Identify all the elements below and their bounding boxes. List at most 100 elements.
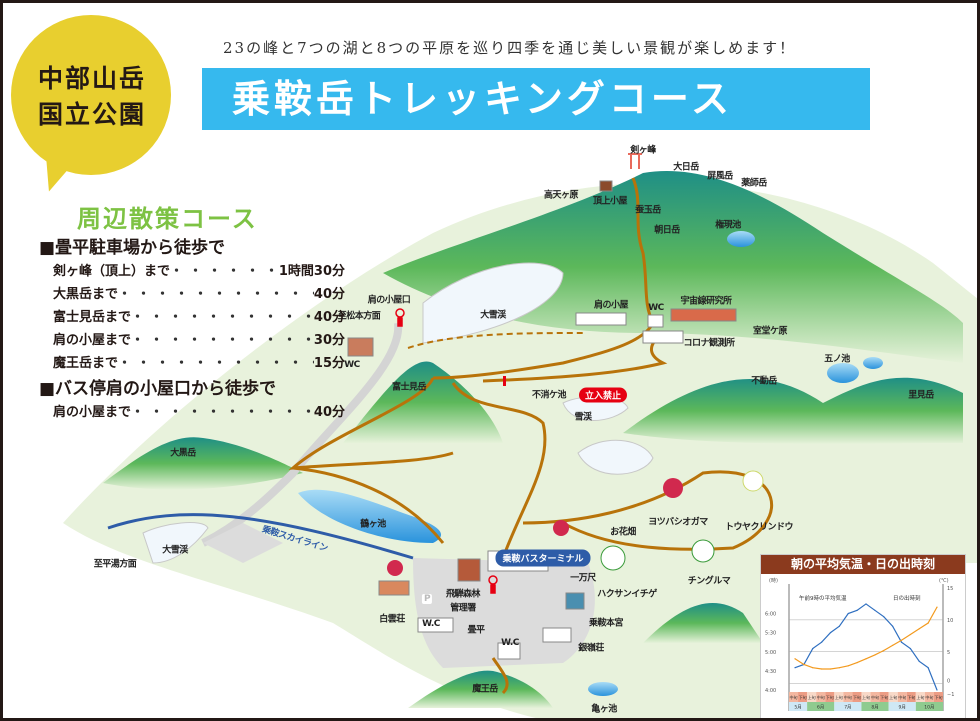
label-maodake: 魔王岳 — [472, 684, 498, 695]
temperature-point — [812, 647, 814, 650]
label-chojo-goya: 頂上小屋 — [592, 196, 628, 207]
temperature-point — [794, 667, 796, 669]
period-cell — [915, 692, 925, 702]
chart-title: 朝の平均気温・日の出時刻 — [761, 555, 965, 574]
temperature-point — [821, 641, 823, 643]
period-cell — [888, 692, 898, 702]
label-toyakurindo: トウヤクリンドウ — [724, 522, 794, 533]
row-time: 40分 — [313, 405, 345, 420]
period-label: 下旬 — [880, 694, 888, 700]
period-label: 上旬 — [862, 694, 870, 700]
row-dest: 肩の小屋まで — [53, 333, 132, 348]
period-cell — [834, 692, 844, 702]
sunrise-point — [838, 667, 840, 669]
torii-icon — [628, 153, 642, 169]
month-label: 6月 — [817, 705, 824, 711]
sunrise-point — [927, 622, 929, 624]
map-illustration — [63, 153, 977, 718]
period-cell — [789, 692, 799, 702]
month-cell — [807, 702, 835, 711]
temperature-point — [918, 660, 920, 662]
course-panel: 周辺散策コース ■畳平駐車場から徒歩で 剣ヶ峰（頂上）まで・・・・・・・・・・・… — [39, 199, 345, 424]
month-cell — [834, 702, 862, 711]
row-dots: ・・・・・・・・・・・・・・・ — [131, 310, 314, 325]
period-cell — [879, 692, 889, 702]
label-fudodake: 不動岳 — [751, 376, 777, 387]
lake-gonoike-2 — [863, 357, 883, 369]
course-row: 大黒岳まで・・・・・・・・・・・・・・・40分 — [53, 283, 345, 306]
month-cell — [789, 702, 808, 711]
label-kengamine: 剣ヶ峰 — [630, 145, 656, 156]
period-label: 中旬 — [871, 694, 879, 700]
left-tick-label: 5:00 — [765, 650, 776, 656]
temperature-point — [883, 616, 885, 618]
temperature-point — [847, 612, 849, 615]
right-tick-label: −1 — [947, 692, 954, 698]
temperature-point — [874, 609, 876, 611]
sunrise-point — [847, 665, 849, 667]
national-park-label: 中部山岳 国立公園 — [17, 61, 167, 133]
row-dots: ・・・・・・・・・・・・・・・ — [118, 356, 314, 371]
row-dots: ・・・・・・・・・・・・・・・ — [131, 405, 314, 420]
row-dots: ・・・・・・・・・・・・・・・ — [118, 287, 314, 302]
right-tick-label: 10 — [947, 618, 953, 624]
row-dest: 剣ヶ峰（頂上）まで — [53, 264, 171, 279]
label-to-matsumoto: 至松本方面 — [337, 311, 381, 322]
period-cell — [816, 692, 826, 702]
sunrise-point — [856, 661, 858, 664]
label-tsurugaike: 鶴ヶ池 — [360, 519, 386, 530]
course-row: 肩の小屋まで・・・・・・・・・・・・・・・40分 — [53, 401, 345, 424]
label-cosmic-ray-lab: 宇宙線研究所 — [680, 296, 732, 307]
month-label: 9月 — [899, 705, 906, 711]
period-label: 上旬 — [889, 694, 897, 700]
period-label: 上旬 — [835, 694, 843, 700]
period-cell — [870, 692, 880, 702]
row-time: 40分 — [313, 287, 345, 302]
row-dest: 大黒岳まで — [53, 287, 119, 302]
label-daisekkei-west: 大雪渓 — [162, 545, 188, 556]
period-cell — [825, 692, 835, 702]
period-cell — [924, 692, 934, 702]
mountain-ebisu — [643, 603, 763, 643]
period-cell — [843, 692, 853, 702]
no-entry-badge: 立入禁止 — [578, 387, 628, 403]
label-wc-tatamidaira: W.C — [422, 619, 440, 629]
right-tick-label: 5 — [947, 650, 950, 656]
row-dots: ・・・・・・・・・・・・・・・ — [131, 333, 314, 348]
label-wc-katanokoya: WC — [648, 303, 664, 313]
label-fujimidake: 富士見岳 — [391, 382, 427, 393]
temperature-point — [936, 689, 938, 691]
sunrise-point — [918, 628, 920, 630]
snowfield-daisekkei-west — [142, 522, 209, 564]
period-cell — [798, 692, 808, 702]
label-kodamadake: 蚕玉岳 — [635, 205, 661, 216]
mountain-fujimi — [343, 361, 503, 443]
label-hida-forest-2: 管理署 — [450, 603, 476, 614]
period-cell — [906, 692, 916, 702]
label-satomidake: 里見岳 — [908, 390, 934, 401]
month-label: 7月 — [844, 705, 851, 711]
snowfield-daisekkei — [422, 262, 564, 344]
label-hida-forest-1: 飛騨森林 — [445, 589, 481, 600]
mountain-maodake — [408, 670, 553, 708]
right-tick-label: 15 — [947, 586, 953, 592]
period-label: 下旬 — [853, 694, 861, 700]
sunrise-series-label: 日の出時刻 — [893, 594, 921, 602]
left-tick-label: 4:30 — [765, 669, 776, 675]
period-label: 下旬 — [799, 694, 807, 700]
label-asahidake: 朝日岳 — [654, 225, 680, 236]
row-time: 30分 — [313, 333, 345, 348]
period-cell — [897, 692, 907, 702]
sunrise-point — [821, 668, 823, 670]
dashed-trail — [407, 332, 584, 349]
temperature-point — [856, 609, 858, 611]
label-tatamidaira: 畳平 — [467, 625, 485, 636]
temperature-point — [892, 625, 894, 627]
sunrise-line — [794, 606, 938, 670]
label-murodogahara: 室堂ケ原 — [752, 326, 788, 337]
period-cell — [852, 692, 862, 702]
right-tick-label: 0 — [947, 679, 950, 685]
sunrise-point — [865, 658, 867, 660]
